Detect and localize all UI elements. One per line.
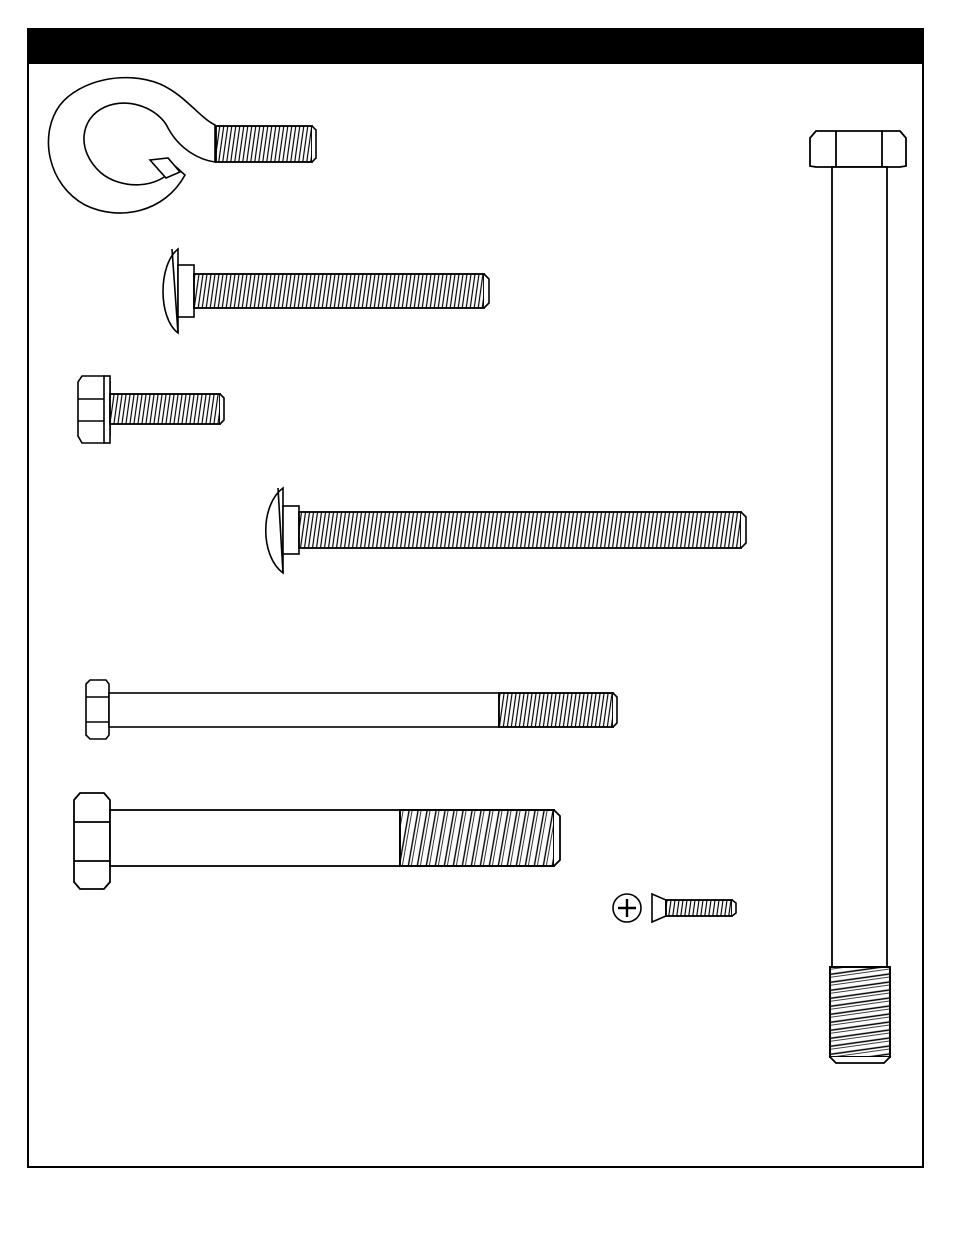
- eye-bolt-icon: [48, 78, 316, 213]
- hex-bolt-icon: [74, 793, 560, 889]
- hex-bolt-icon: [86, 680, 617, 739]
- phillips-screw-icon: [613, 894, 736, 922]
- carriage-bolt-icon: [266, 488, 746, 573]
- hex-bolt-icon: [810, 131, 906, 1063]
- flange-hex-bolt-icon: [78, 376, 224, 443]
- carriage-bolt-icon: [163, 249, 489, 333]
